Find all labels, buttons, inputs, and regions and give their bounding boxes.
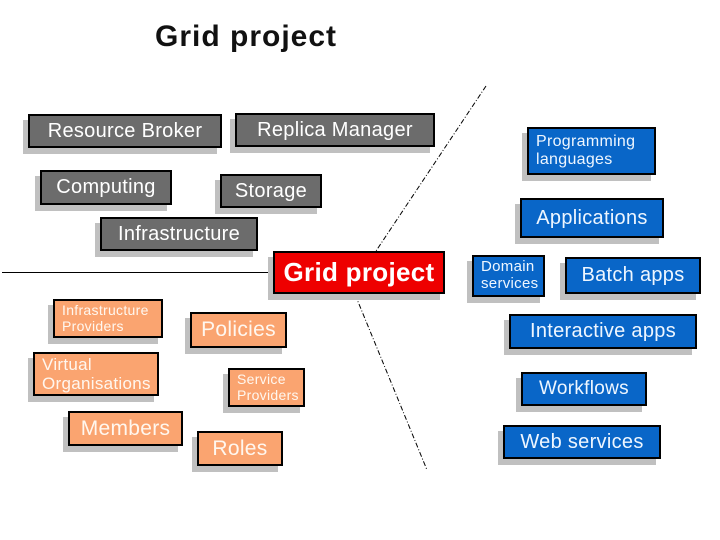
box-label: Roles xyxy=(212,436,268,460)
box-label: Applications xyxy=(536,206,648,229)
box-label: Service Providers xyxy=(237,370,299,403)
box-computing: Computing xyxy=(40,170,172,205)
box-applications: Applications xyxy=(520,198,664,238)
box-label: Workflows xyxy=(539,378,629,400)
box-virtual-organisations: Virtual Organisations xyxy=(33,352,159,396)
box-replica-manager: Replica Manager xyxy=(235,113,435,147)
box-label: Resource Broker xyxy=(47,119,203,142)
box-infrastructure: Infrastructure xyxy=(100,217,258,251)
box-policies: Policies xyxy=(190,312,287,348)
box-service-providers: Service Providers xyxy=(228,368,305,407)
box-label: Virtual Organisations xyxy=(42,354,151,393)
box-web-services: Web services xyxy=(503,425,661,459)
box-roles: Roles xyxy=(197,431,283,466)
box-domain-services: Domain services xyxy=(472,255,545,297)
box-label: Policies xyxy=(201,318,276,342)
box-infrastructure-providers: Infrastructure Providers xyxy=(53,299,163,338)
box-label: Domain services xyxy=(481,258,539,292)
box-label: Interactive apps xyxy=(530,320,676,343)
box-label: Batch apps xyxy=(581,264,685,287)
box-label: Storage xyxy=(234,179,308,202)
box-storage: Storage xyxy=(220,174,322,208)
box-label: Replica Manager xyxy=(257,118,413,141)
box-label: Grid project xyxy=(283,256,435,287)
box-members: Members xyxy=(68,411,183,446)
box-programming-languages: Programming languages xyxy=(527,127,656,175)
box-workflows: Workflows xyxy=(521,372,647,406)
box-label: Infrastructure Providers xyxy=(62,301,149,334)
box-label: Programming languages xyxy=(536,133,636,168)
box-resource-broker: Resource Broker xyxy=(28,114,222,148)
box-interactive-apps: Interactive apps xyxy=(509,314,697,349)
box-label: Infrastructure xyxy=(117,222,241,245)
box-label: Computing xyxy=(56,176,156,199)
box-label: Web services xyxy=(520,430,644,453)
box-grid-project: Grid project xyxy=(273,251,445,294)
page-title: Grid project xyxy=(155,20,338,53)
box-batch-apps: Batch apps xyxy=(565,257,701,294)
box-label: Members xyxy=(80,416,171,440)
